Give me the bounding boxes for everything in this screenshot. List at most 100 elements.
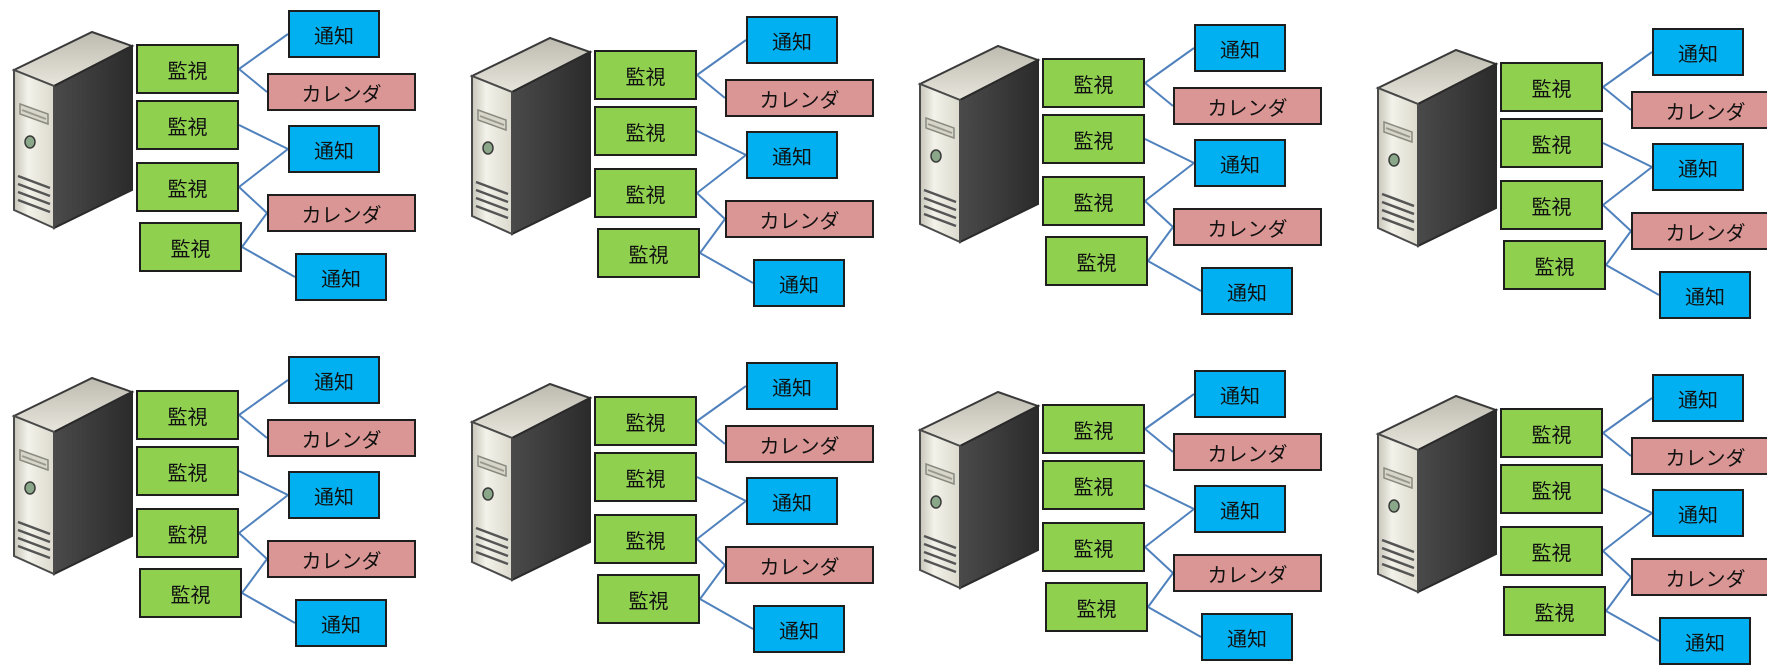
connector-line bbox=[699, 564, 726, 600]
connector-layer bbox=[1602, 397, 1660, 642]
connector-line bbox=[238, 532, 268, 560]
calendar-box: カレンダ bbox=[267, 419, 416, 457]
connector-line bbox=[1147, 572, 1174, 608]
monitor-box: 監視 bbox=[136, 44, 239, 94]
notify-box: 通知 bbox=[1652, 489, 1744, 537]
connector-line bbox=[696, 385, 747, 422]
monitor-box: 監視 bbox=[594, 168, 697, 218]
notify-box: 通知 bbox=[288, 10, 380, 58]
monitor-box: 監視 bbox=[1500, 180, 1603, 230]
notify-box: 通知 bbox=[1652, 143, 1744, 191]
connector-line bbox=[1147, 260, 1202, 292]
server-tower-icon bbox=[1372, 38, 1500, 248]
notify-box: 通知 bbox=[753, 605, 845, 653]
connector-line bbox=[1602, 166, 1653, 206]
connector-line bbox=[699, 252, 754, 284]
connector-line bbox=[1602, 550, 1632, 578]
notify-box: 通知 bbox=[288, 471, 380, 519]
notify-box: 通知 bbox=[1194, 24, 1286, 72]
connector-line bbox=[1147, 606, 1202, 638]
notify-box: 通知 bbox=[295, 599, 387, 647]
connector-line bbox=[1602, 86, 1632, 111]
monitor-box: 監視 bbox=[1500, 118, 1603, 168]
server-tower-icon bbox=[8, 366, 136, 576]
connector-line bbox=[1144, 162, 1195, 202]
monitor-box: 監視 bbox=[1045, 582, 1148, 632]
connector-line bbox=[238, 124, 289, 150]
notify-box: 通知 bbox=[1652, 374, 1744, 422]
connector-line bbox=[241, 246, 296, 278]
connector-line bbox=[1144, 484, 1195, 510]
connector-line bbox=[1602, 488, 1653, 514]
monitor-box: 監視 bbox=[1045, 236, 1148, 286]
monitor-box: 監視 bbox=[1042, 522, 1145, 572]
connector-line bbox=[238, 470, 289, 496]
calendar-box: カレンダ bbox=[1631, 437, 1767, 475]
monitor-box: 監視 bbox=[136, 162, 239, 212]
notify-box: 通知 bbox=[1194, 370, 1286, 418]
server-tower-icon bbox=[8, 20, 136, 230]
connector-line bbox=[696, 154, 747, 194]
server-tower-icon bbox=[466, 372, 594, 582]
monitor-box: 監視 bbox=[1500, 62, 1603, 112]
server-panel: 監視監視監視監視通知カレンダ通知カレンダ通知 bbox=[1372, 18, 1767, 319]
connector-line bbox=[1602, 512, 1653, 552]
calendar-box: カレンダ bbox=[1631, 558, 1767, 596]
calendar-box: カレンダ bbox=[1631, 212, 1767, 250]
monitor-box: 監視 bbox=[1042, 58, 1145, 108]
connector-line bbox=[696, 420, 726, 445]
server-tower-icon bbox=[914, 380, 1042, 590]
connector-line bbox=[1605, 610, 1660, 642]
calendar-box: カレンダ bbox=[725, 425, 874, 463]
connector-line bbox=[1605, 264, 1660, 296]
calendar-box: カレンダ bbox=[267, 540, 416, 578]
monitor-box: 監視 bbox=[594, 106, 697, 156]
connector-line bbox=[238, 148, 289, 188]
monitor-box: 監視 bbox=[594, 396, 697, 446]
notify-box: 通知 bbox=[753, 259, 845, 307]
notify-box: 通知 bbox=[1201, 613, 1293, 661]
connector-line bbox=[1144, 47, 1195, 84]
connector-line bbox=[1602, 397, 1653, 434]
monitor-box: 監視 bbox=[1500, 526, 1603, 576]
monitor-box: 監視 bbox=[594, 50, 697, 100]
monitor-box: 監視 bbox=[1042, 176, 1145, 226]
connector-layer bbox=[1144, 47, 1202, 292]
monitor-box: 監視 bbox=[597, 574, 700, 624]
connector-line bbox=[1602, 51, 1653, 88]
calendar-box: カレンダ bbox=[1173, 433, 1322, 471]
connector-line bbox=[241, 212, 268, 248]
connector-line bbox=[696, 39, 747, 76]
server-tower-icon bbox=[1372, 384, 1500, 594]
connector-line bbox=[1147, 226, 1174, 262]
notify-box: 通知 bbox=[1659, 617, 1751, 665]
monitor-box: 監視 bbox=[1500, 408, 1603, 458]
connector-line bbox=[238, 68, 268, 93]
connector-line bbox=[1144, 546, 1174, 574]
connector-line bbox=[696, 538, 726, 566]
connector-line bbox=[696, 74, 726, 99]
calendar-box: カレンダ bbox=[1631, 91, 1767, 129]
notify-box: 通知 bbox=[288, 356, 380, 404]
connector-layer bbox=[1602, 51, 1660, 296]
monitor-box: 監視 bbox=[1503, 240, 1606, 290]
connector-line bbox=[1605, 230, 1632, 266]
connector-line bbox=[1602, 142, 1653, 168]
monitor-box: 監視 bbox=[1500, 464, 1603, 514]
notify-box: 通知 bbox=[1201, 267, 1293, 315]
monitor-box: 監視 bbox=[594, 514, 697, 564]
calendar-box: カレンダ bbox=[267, 194, 416, 232]
monitor-box: 監視 bbox=[136, 390, 239, 440]
connector-layer bbox=[238, 33, 296, 278]
notify-box: 通知 bbox=[746, 131, 838, 179]
server-panel: 監視監視監視監視通知カレンダ通知カレンダ通知 bbox=[1372, 364, 1767, 665]
server-panel: 監視監視監視監視通知カレンダ通知カレンダ通知 bbox=[914, 14, 1354, 315]
connector-line bbox=[696, 476, 747, 502]
server-panel: 監視監視監視監視通知カレンダ通知カレンダ通知 bbox=[8, 0, 448, 301]
connector-line bbox=[1602, 204, 1632, 232]
server-tower-icon bbox=[466, 26, 594, 236]
notify-box: 通知 bbox=[746, 477, 838, 525]
server-panel: 監視監視監視監視通知カレンダ通知カレンダ通知 bbox=[8, 346, 448, 647]
calendar-box: カレンダ bbox=[1173, 87, 1322, 125]
